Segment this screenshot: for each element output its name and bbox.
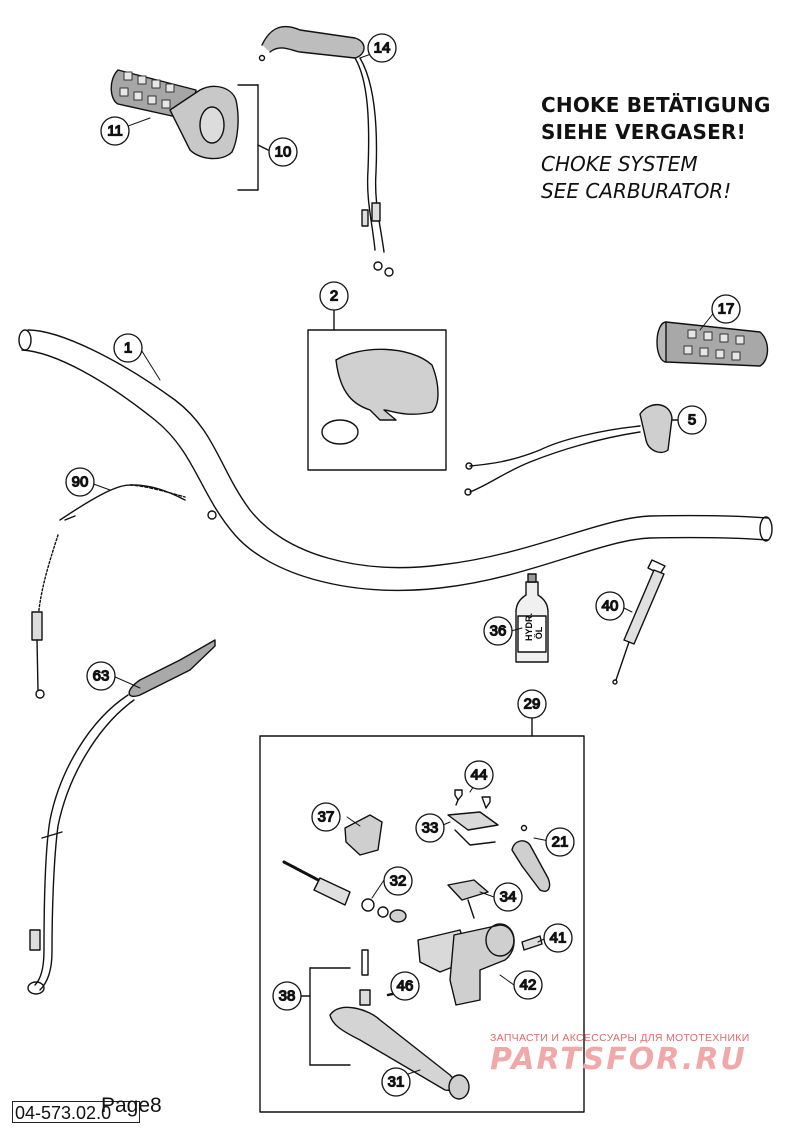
svg-text:14: 14	[374, 40, 391, 57]
svg-text:41: 41	[550, 930, 567, 947]
note-german-line1: CHOKE BETÄTIGUNG	[541, 93, 771, 117]
callout-38: 38	[272, 981, 302, 1011]
watermark-top-text: ЗАПЧАСТИ И АКСЕССУАРЫ ДЛЯ МОТОТЕХНИКИ	[490, 1032, 750, 1044]
callout-44: 44	[464, 760, 494, 790]
reservoir-cover-33	[447, 811, 499, 846]
callout-21: 21	[545, 827, 575, 857]
page-label: Page8	[101, 1094, 162, 1117]
callout-2: 2	[319, 281, 349, 311]
note-german-line2: SIEHE VERGASER!	[541, 120, 746, 144]
piston-spring-32	[282, 860, 407, 923]
throttle-cable	[258, 25, 394, 277]
svg-text:36: 36	[490, 623, 507, 640]
svg-text:44: 44	[471, 767, 488, 784]
callout-11: 11	[100, 116, 130, 146]
svg-text:1: 1	[124, 340, 132, 357]
svg-text:46: 46	[397, 978, 414, 995]
svg-text:17: 17	[718, 301, 735, 318]
svg-text:5: 5	[688, 412, 696, 429]
svg-text:10: 10	[275, 144, 292, 161]
svg-text:40: 40	[602, 598, 619, 615]
note-english-line1: CHOKE SYSTEM	[541, 152, 698, 176]
bleeding-syringe	[612, 559, 666, 685]
svg-text:38: 38	[279, 988, 296, 1005]
svg-text:ÖL: ÖL	[534, 626, 544, 639]
master-cylinder-body-42	[417, 923, 515, 1006]
svg-text:21: 21	[552, 834, 569, 851]
svg-text:31: 31	[388, 1074, 405, 1091]
watermark-logo: PARTSFOR.RU	[490, 1042, 747, 1077]
right-grip	[656, 321, 769, 367]
callout-1: 1	[113, 333, 143, 363]
callout-46: 46	[390, 971, 420, 1001]
bottle-label: HYDR. ÖL	[524, 613, 544, 641]
svg-text:11: 11	[107, 123, 123, 140]
svg-text:29: 29	[524, 696, 541, 713]
svg-text:37: 37	[318, 809, 335, 826]
callout-29: 29	[517, 689, 547, 719]
pin-bracket-38	[300, 949, 371, 1066]
callout-33: 33	[415, 813, 445, 843]
svg-text:63: 63	[93, 668, 110, 685]
svg-text:90: 90	[72, 474, 89, 491]
watermark: ЗАПЧАСТИ И АКСЕССУАРЫ ДЛЯ МОТОТЕХНИКИ PA…	[490, 1032, 750, 1077]
callout-40: 40	[595, 591, 625, 621]
master-cylinder-box	[259, 717, 585, 1113]
drawing-number: 04-573.02.0	[12, 1101, 140, 1123]
callout-14: 14	[367, 33, 397, 63]
callout-17: 17	[711, 294, 741, 324]
kill-switch	[464, 404, 683, 496]
callout-37: 37	[311, 802, 341, 832]
svg-text:2: 2	[330, 288, 338, 305]
callout-36: 36	[483, 616, 513, 646]
svg-text:42: 42	[520, 977, 537, 994]
svg-text:33: 33	[422, 820, 439, 837]
hydraulic-oil-bottle	[515, 573, 549, 663]
callout-63: 63	[86, 661, 116, 691]
lever-21	[511, 824, 551, 892]
svg-text:HYDR.: HYDR.	[524, 613, 534, 641]
svg-text:34: 34	[500, 889, 517, 906]
hydraulic-hose	[27, 639, 216, 995]
callout-32: 32	[383, 866, 413, 896]
handlebar	[18, 329, 773, 591]
callout-10: 10	[268, 137, 298, 167]
left-grip	[110, 69, 239, 160]
callouts: 11 10 14 2 1 17 5 90 40 36 63 29 44 37 3…	[65, 33, 741, 1097]
part-2-box	[307, 309, 447, 471]
callout-42: 42	[513, 970, 543, 1000]
throttle-housing-bracket	[237, 84, 269, 191]
callout-34: 34	[493, 882, 523, 912]
callout-41: 41	[543, 923, 573, 953]
screw-41	[521, 935, 543, 951]
svg-text:32: 32	[390, 873, 407, 890]
callout-31: 31	[381, 1067, 411, 1097]
diaphragm-34	[447, 879, 489, 919]
callout-5: 5	[677, 405, 707, 435]
brake-lever-31	[329, 1006, 470, 1100]
clamp-37	[344, 814, 383, 856]
hot-start-cable	[31, 484, 217, 699]
note-english-line2: SEE CARBURATOR!	[541, 179, 732, 203]
callout-90: 90	[65, 467, 95, 497]
cap-screws-44	[454, 789, 491, 809]
